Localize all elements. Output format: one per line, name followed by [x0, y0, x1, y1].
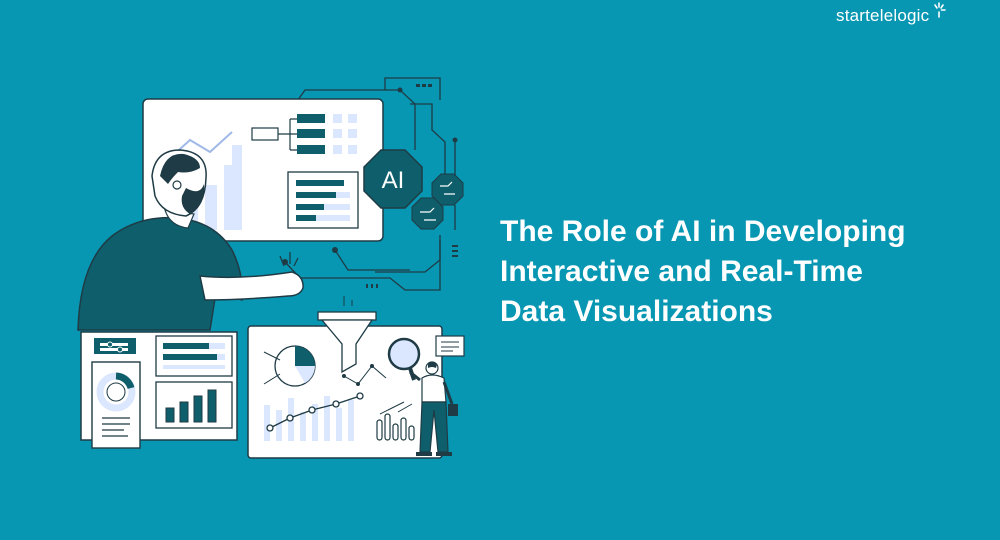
brand-name: startelelogic: [836, 6, 930, 25]
ai-badge-label: AI: [382, 167, 405, 194]
standing-person: [409, 361, 458, 456]
title-line-2: Interactive and Real-Time: [500, 255, 863, 288]
page-title: The Role of AI in Developing Interactive…: [500, 212, 970, 332]
funnel-icon: [317, 296, 377, 374]
magnifier-icon: [387, 337, 421, 381]
chip-icon: [411, 173, 464, 230]
brand-logo: startelelogic: [836, 2, 947, 26]
person-illustration: [77, 149, 304, 331]
title-line-1: The Role of AI in Developing: [500, 215, 906, 248]
data-visualization-illustration: AI: [77, 77, 465, 459]
title-line-3: Data Visualizations: [500, 295, 773, 328]
ai-badge: AI: [363, 149, 423, 209]
dashboard-panel: [80, 331, 238, 449]
note-card: [435, 335, 465, 357]
spark-icon: [934, 2, 947, 18]
